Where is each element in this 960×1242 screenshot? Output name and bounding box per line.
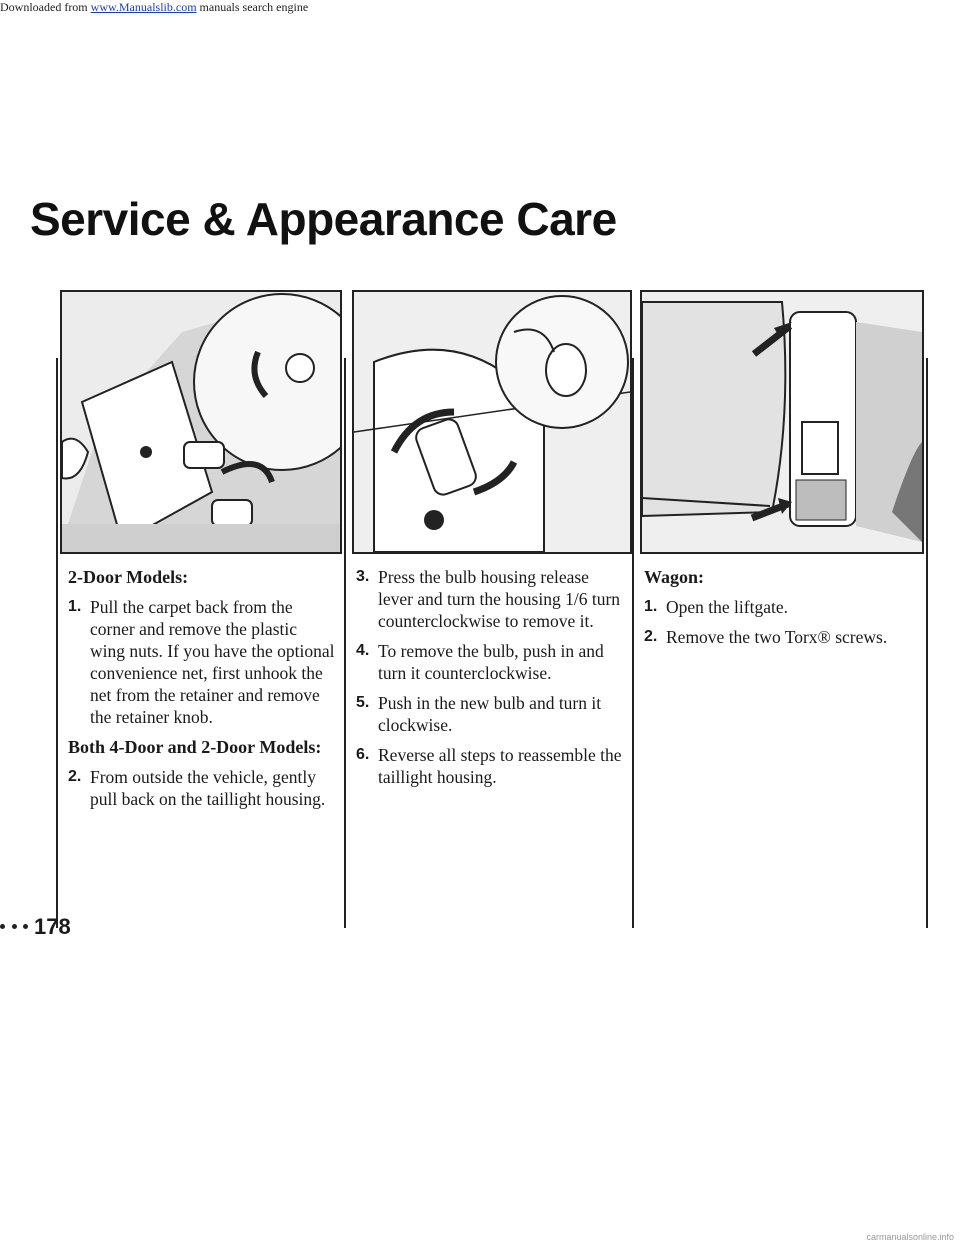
page-number-dots [0, 924, 28, 930]
both-models-heading: Both 4-Door and 2-Door Models: [68, 737, 322, 757]
wing-nut-drawing [62, 292, 340, 552]
column-bulb-steps: 3. Press the bulb housing release lever … [356, 566, 624, 796]
step-text: From outside the vehicle, gently pull ba… [90, 767, 326, 809]
step-1-two-door: 1. Pull the carpet back from the corner … [68, 596, 336, 728]
column-divider-1 [344, 358, 346, 928]
step-text: Pull the carpet back from the corner and… [90, 597, 335, 727]
page-number: 178 [34, 914, 71, 939]
step-text: Press the bulb housing release lever and… [378, 567, 621, 631]
step-number: 5. [356, 694, 370, 711]
wagon-taillight-drawing [642, 292, 922, 552]
step-number: 6. [356, 746, 370, 763]
watermark-text: carmanualsonline.info [866, 1232, 954, 1242]
bulb-housing-drawing [354, 292, 630, 552]
step-text: Reverse all steps to reassemble the tail… [378, 745, 622, 787]
taillight-wing-nut-illustration [60, 290, 342, 554]
right-margin-rule [926, 358, 928, 928]
two-door-heading: 2-Door Models: [68, 567, 189, 587]
step-number: 1. [68, 598, 82, 615]
step-4-remove-bulb: 4. To remove the bulb, push in and turn … [356, 640, 624, 684]
wagon-heading: Wagon: [644, 567, 705, 587]
step-text: To remove the bulb, push in and turn it … [378, 641, 604, 683]
step-text: Open the liftgate. [666, 597, 788, 617]
wagon-taillight-screws-illustration [640, 290, 924, 554]
step-2-torx-screws: 2. Remove the two Torx® screws. [644, 626, 920, 648]
download-banner: Downloaded from www.Manualslib.com manua… [0, 0, 960, 14]
banner-prefix: Downloaded from [0, 0, 91, 14]
step-2-outside: 2. From outside the vehicle, gently pull… [68, 766, 336, 810]
column-two-door: 2-Door Models: 1. Pull the carpet back f… [68, 566, 336, 818]
footer-watermark: carmanualsonline.info [0, 1232, 960, 1242]
step-number: 1. [644, 598, 658, 615]
banner-link[interactable]: www.Manualslib.com [90, 0, 197, 14]
step-6-reassemble: 6. Reverse all steps to reassemble the t… [356, 744, 624, 788]
column-wagon: Wagon: 1. Open the liftgate. 2. Remove t… [644, 566, 920, 656]
column-divider-2 [632, 358, 634, 928]
step-number: 2. [644, 628, 658, 645]
bulb-housing-illustration [352, 290, 632, 554]
banner-suffix: manuals search engine [196, 0, 309, 14]
left-margin-rule [56, 358, 58, 928]
step-number: 2. [68, 768, 82, 785]
step-3-release-lever: 3. Press the bulb housing release lever … [356, 566, 624, 632]
page-title: Service & Appearance Care [30, 193, 617, 245]
step-text: Push in the new bulb and turn it clockwi… [378, 693, 602, 735]
step-1-liftgate: 1. Open the liftgate. [644, 596, 920, 618]
step-number: 4. [356, 642, 370, 659]
step-5-new-bulb: 5. Push in the new bulb and turn it cloc… [356, 692, 624, 736]
step-text: Remove the two Torx® screws. [666, 627, 888, 647]
step-number: 3. [356, 568, 370, 585]
